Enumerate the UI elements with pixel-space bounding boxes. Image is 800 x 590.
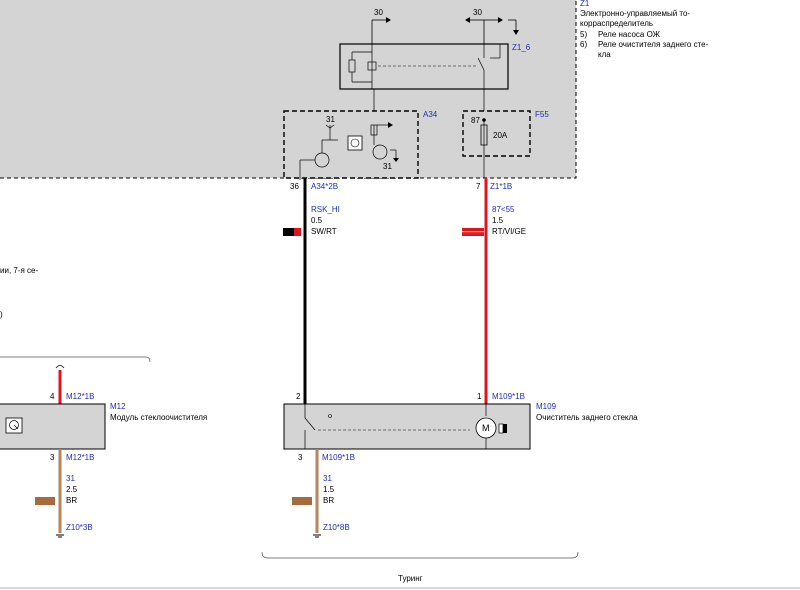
wiper-icon — [5, 417, 23, 434]
fuse-icon: 87 20A — [471, 116, 508, 178]
terminal-30-left: 30 — [371, 8, 391, 44]
relay-coil-icon — [348, 44, 501, 89]
m12-conn-top: M12*1B — [66, 392, 94, 401]
relay-z1-6-label: Z1_6 — [512, 43, 531, 52]
m109-internal-switch — [304, 404, 487, 449]
m12-id: M12 — [110, 402, 126, 411]
m109-id: M109 — [536, 402, 557, 411]
svg-text:30: 30 — [473, 8, 482, 17]
a34-pin: 36 — [290, 182, 299, 191]
svg-text:30: 30 — [374, 8, 383, 17]
z1-title-line2: корраспределитель — [580, 19, 653, 28]
z1-item2-text: Реле очистителя заднего сте- — [598, 40, 709, 49]
wire-black-gauge: 0.5 — [311, 216, 323, 225]
terminal-30-right: 30 — [465, 8, 519, 44]
touring-bracket — [261, 551, 579, 559]
transistor-icon: 31 — [299, 115, 338, 180]
m109-ground-color: BR — [323, 496, 334, 505]
m12-break-mark — [55, 365, 65, 369]
f55-label: F55 — [535, 110, 549, 119]
m109-ground-point: Z10*8B — [323, 523, 350, 532]
m12-pin-top: 4 — [50, 392, 55, 401]
ground-icon — [313, 534, 321, 538]
m109-conn-bottom: M109*1B — [322, 453, 355, 462]
wire-black-color: SW/RT — [311, 227, 337, 236]
a34-controller-icon: 31 — [347, 122, 399, 171]
left-bracket — [0, 356, 151, 363]
svg-text:20A: 20A — [493, 131, 508, 140]
m12-pin-bottom: 3 — [50, 453, 55, 462]
left-partial-line1: ии, 7-я се- — [0, 266, 39, 275]
z1-connector: Z1*1B — [490, 182, 512, 191]
m109-conn-top: M109*1B — [492, 392, 525, 401]
z1-panel-border — [0, 0, 577, 179]
z1-pin: 7 — [476, 182, 481, 191]
wire-red-signal: 87<55 — [492, 205, 515, 214]
m12-ground-color: BR — [66, 496, 77, 505]
f55-box — [462, 110, 531, 157]
wire-color-swatch-black — [283, 228, 301, 236]
svg-text:M: M — [482, 423, 490, 433]
z1-item2-text2: кла — [598, 50, 611, 59]
z1-item2-num: 6) — [580, 40, 587, 49]
a34-label: A34 — [423, 110, 438, 119]
ground-icon — [56, 534, 64, 538]
z1-id: Z1 — [580, 0, 590, 8]
svg-text:31: 31 — [326, 115, 335, 124]
z1-item1-text: Реле насоса ОЖ — [598, 30, 661, 39]
wire-black-signal: RSK_HI — [311, 205, 340, 214]
m109-pin-bottom: 3 — [298, 453, 303, 462]
m109-pin-left: 2 — [296, 392, 301, 401]
svg-text:31: 31 — [383, 162, 392, 171]
z1-item1-num: 5) — [580, 30, 587, 39]
m12-ground-num: 31 — [66, 474, 75, 483]
wire-color-swatch-brown-m109 — [292, 497, 312, 505]
m12-ground-point: Z10*3B — [66, 523, 93, 532]
m109-ground-num: 31 — [323, 474, 332, 483]
m12-conn-bottom: M12*1B — [66, 453, 94, 462]
m109-pin-right: 1 — [477, 392, 482, 401]
wire-color-swatch-red — [462, 228, 484, 236]
a34-connector: A34*2B — [311, 182, 338, 191]
m12-name: Модуль стеклоочистителя — [110, 413, 207, 422]
wire-red-gauge: 1.5 — [492, 216, 504, 225]
z1-title-line1: Электронно-управляемый то- — [580, 9, 690, 18]
m12-ground-gauge: 2.5 — [66, 485, 78, 494]
svg-text:87: 87 — [471, 116, 480, 125]
m109-ground-gauge: 1.5 — [323, 485, 335, 494]
left-partial-line2: ) — [0, 310, 3, 319]
wire-color-swatch-brown-m12 — [35, 497, 55, 505]
touring-label: Туринг — [398, 574, 423, 583]
m109-name: Очиститель заднего стекла — [536, 413, 638, 422]
wire-red-color: RT/VI/GE — [492, 227, 526, 236]
motor-icon: M — [475, 417, 507, 439]
